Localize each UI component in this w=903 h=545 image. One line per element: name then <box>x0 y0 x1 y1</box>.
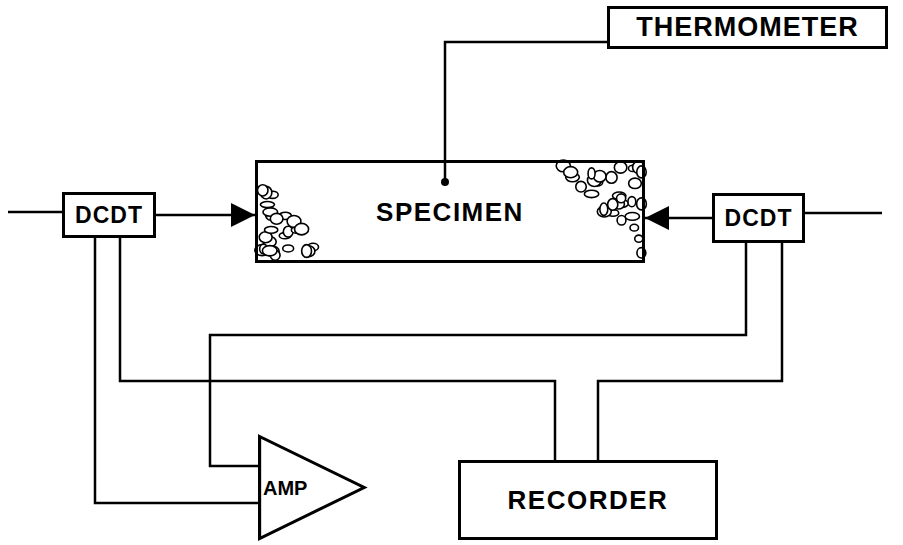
stone <box>629 178 642 188</box>
stone <box>283 245 294 252</box>
stone <box>260 202 274 208</box>
stone <box>614 162 626 174</box>
node-label: THERMOMETER <box>636 14 859 41</box>
transducer-box: DCDT <box>712 193 805 243</box>
stone <box>635 235 643 242</box>
specimen-box: SPECIMEN <box>255 160 645 263</box>
stone <box>295 223 309 234</box>
stone <box>564 167 578 178</box>
load-arrow <box>156 214 255 217</box>
node-label: DCDT <box>725 207 793 230</box>
stone <box>606 172 617 184</box>
signal-wire <box>120 238 555 460</box>
stone <box>628 197 636 207</box>
stone <box>262 246 277 256</box>
stone <box>584 190 598 197</box>
stone <box>588 168 595 179</box>
recorder-box: RECORDER <box>458 460 718 540</box>
left-stem <box>8 211 62 214</box>
stone <box>617 216 626 226</box>
node-label: DCDT <box>75 204 143 227</box>
stone <box>265 227 278 234</box>
stone <box>576 181 586 192</box>
signal-wire <box>445 42 607 160</box>
stone <box>270 213 283 224</box>
node-label: SPECIMEN <box>376 199 524 225</box>
stone <box>630 224 639 231</box>
node-label: RECORDER <box>508 487 669 513</box>
signal-wire <box>598 243 782 460</box>
stone <box>600 203 608 215</box>
stone <box>257 185 268 196</box>
right-stem <box>805 212 882 215</box>
probe-dot <box>441 178 449 186</box>
stone <box>302 245 312 258</box>
node-label: AMP <box>263 478 307 498</box>
load-arrow <box>645 217 712 220</box>
amplifier-triangle: AMP <box>258 435 366 540</box>
aggregate-texture <box>255 160 647 260</box>
transducer-box: DCDT <box>62 192 156 238</box>
stone <box>608 199 618 211</box>
signal-wire <box>210 243 746 466</box>
stone <box>625 213 639 221</box>
instrument-box: THERMOMETER <box>607 6 888 49</box>
